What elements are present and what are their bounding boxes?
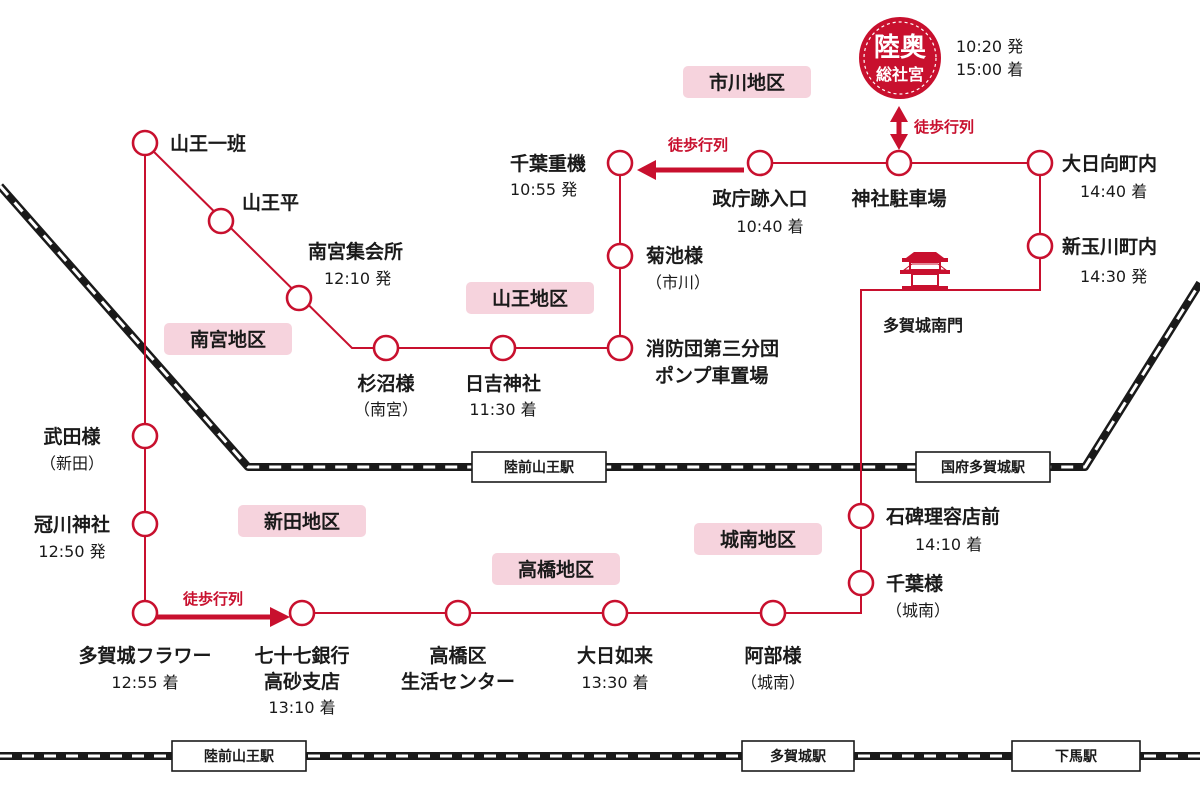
stop-name: 菊池様 (646, 244, 704, 267)
stop-name: 高橋区 (429, 644, 486, 667)
stop-name: 山王平 (242, 192, 299, 214)
station-sign-rikuzen-sanno-lower: 陸前山王駅 (171, 740, 307, 772)
stop-name: 大日如来 (577, 644, 653, 667)
station-sign-geba: 下馬駅 (1011, 740, 1141, 772)
stop-shintamagawa: 新玉川町内 14:30 発 (1026, 232, 1157, 286)
stop-name-line2: ポンプ車置場 (655, 364, 768, 387)
station-name: 陸前山王駅 (204, 748, 275, 765)
stop-time: 10:55 発 (510, 180, 577, 199)
stop-note: （南宮） (354, 400, 418, 419)
stop-name: 阿部様 (744, 644, 802, 667)
district-jonan: 城南地区 (694, 523, 822, 555)
stop-time: 14:40 着 (1080, 182, 1147, 201)
walk-segment-tagajo-flower: 徒歩行列 (150, 590, 290, 627)
stop-time: 11:30 着 (469, 400, 536, 419)
station-name: 陸前山王駅 (504, 459, 575, 476)
stop-time: 14:30 発 (1080, 267, 1147, 286)
stop-note: （城南） (886, 601, 950, 620)
stop-time: 12:10 発 (324, 269, 391, 288)
stop-sekihi: 石碑理容店前 14:10 着 (847, 502, 1000, 554)
stop-ohinata: 大日向町内 14:40 着 (1026, 149, 1157, 201)
stop-name-line2: 生活センター (401, 670, 515, 693)
station-name: 多賀城駅 (770, 748, 827, 765)
station-name: 国府多賀城駅 (941, 459, 1026, 476)
badge-depart-time: 10:20 発 (956, 37, 1023, 56)
stop-sanno-ippan: 山王一班 (131, 129, 246, 157)
stop-note: （新田） (40, 454, 104, 473)
stop-name: 冠川神社 (34, 513, 110, 536)
stop-time: 12:55 着 (111, 673, 178, 692)
landmark-label: 多賀城南門 (883, 316, 963, 335)
walk-label: 徒歩行列 (913, 118, 974, 136)
stop-note: （城南） (741, 673, 805, 692)
stop-takahashi-center: 高橋区 生活センター (401, 599, 515, 693)
district-shinden: 新田地区 (238, 505, 366, 537)
stop-kikuchi: 菊池様 （市川） (606, 242, 710, 292)
stop-name: 政庁跡入口 (712, 187, 807, 210)
walk-segment-shrine: 徒歩行列 (890, 106, 974, 150)
district-minamiya: 南宮地区 (164, 323, 292, 355)
stop-kanagawa: 冠川神社 12:50 発 (34, 510, 159, 561)
stop-time: 13:30 着 (581, 673, 648, 692)
stop-takeda: 武田様 （新田） (40, 422, 159, 473)
svg-text:城南地区: 城南地区 (720, 528, 796, 551)
stop-abe: 阿部様 （城南） (741, 599, 805, 692)
stop-name: 多賀城フラワー (78, 644, 211, 667)
svg-text:市川地区: 市川地区 (709, 71, 785, 94)
district-sanno: 山王地区 (466, 282, 594, 314)
stop-suginuma: 杉沼様 （南宮） (354, 334, 418, 419)
stop-jinja-parking: 神社駐車場 (851, 149, 947, 210)
district-takahashi: 高橋地区 (492, 553, 620, 585)
stop-time: 14:10 着 (915, 535, 982, 554)
stop-name-line2: 高砂支店 (264, 670, 340, 693)
svg-text:新田地区: 新田地区 (264, 510, 340, 533)
stop-name: 杉沼様 (357, 372, 415, 395)
walk-label: 徒歩行列 (667, 136, 728, 154)
castle-gate-icon (900, 252, 950, 290)
stop-name: 南宮集会所 (308, 240, 403, 263)
station-name: 下馬駅 (1055, 749, 1098, 765)
stop-note: （市川） (646, 273, 710, 292)
stop-shobodan: 消防団第三分団 ポンプ車置場 (606, 334, 779, 387)
stop-time: 10:40 着 (736, 217, 803, 236)
stop-name: 千葉様 (886, 572, 944, 595)
stop-name: 神社駐車場 (851, 187, 946, 210)
district-ichikawa: 市川地区 (683, 66, 811, 98)
stop-name: 武田様 (43, 425, 101, 448)
stop-shichijushichi: 七十七銀行 高砂支店 13:10 着 (254, 599, 350, 717)
stop-name: 千葉重機 (510, 152, 586, 175)
stop-name: 山王一班 (170, 132, 246, 155)
stop-tagajo-flower: 多賀城フラワー 12:55 着 (78, 599, 212, 692)
walk-label: 徒歩行列 (182, 590, 243, 608)
stop-time: 12:50 発 (38, 542, 105, 561)
stop-name: 七十七銀行 (254, 644, 349, 667)
stop-name: 新玉川町内 (1062, 235, 1157, 258)
stop-name: 大日向町内 (1062, 152, 1157, 175)
svg-text:高橋地区: 高橋地区 (518, 558, 594, 581)
stop-chiba-shigeki: 千葉重機 10:55 発 (510, 149, 634, 199)
svg-text:山王地区: 山王地区 (492, 287, 568, 310)
stop-minamiya-shukaijo: 南宮集会所 12:10 発 (285, 240, 403, 312)
stop-seicho: 政庁跡入口 10:40 着 (712, 149, 808, 236)
badge-line2: 総社宮 (876, 65, 924, 84)
station-sign-tagajo: 多賀城駅 (741, 740, 855, 772)
railway-upper (0, 183, 1200, 471)
stop-name: 日吉神社 (465, 372, 541, 395)
stop-name: 消防団第三分団 (646, 337, 779, 360)
stop-time: 13:10 着 (268, 698, 335, 717)
stop-name: 石碑理容店前 (885, 505, 1000, 528)
walk-segment-seicho: 徒歩行列 (637, 136, 744, 180)
badge-arrive-time: 15:00 着 (956, 60, 1023, 79)
shrine-badge: 陸奥 総社宮 10:20 発 15:00 着 (859, 17, 1023, 99)
svg-text:南宮地区: 南宮地区 (190, 328, 266, 351)
badge-line1: 陸奥 (874, 32, 927, 63)
stop-sanno-taira: 山王平 (207, 192, 299, 235)
stop-dainichi: 大日如来 13:30 着 (577, 599, 653, 692)
stop-chiba-jonan: 千葉様 （城南） (847, 569, 950, 620)
stop-hiyoshi: 日吉神社 11:30 着 (465, 334, 541, 419)
station-sign-kokufu-tagajo: 国府多賀城駅 (915, 451, 1051, 483)
station-sign-rikuzen-sanno-upper: 陸前山王駅 (471, 451, 607, 483)
